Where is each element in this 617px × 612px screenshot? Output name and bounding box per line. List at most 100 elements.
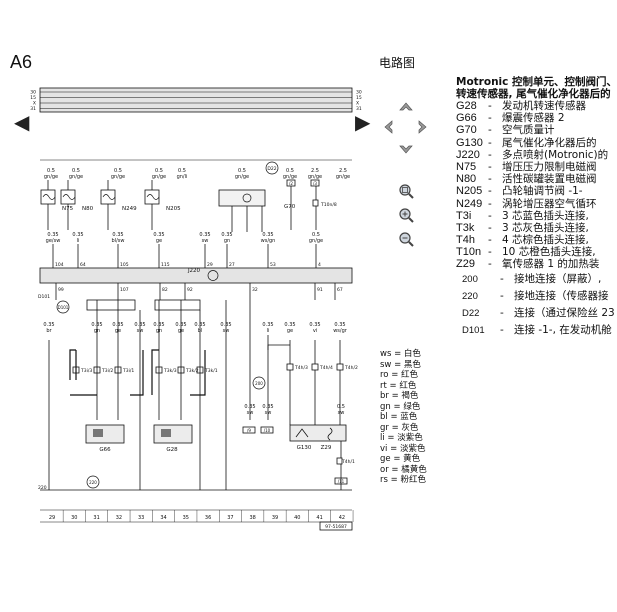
legend-item: D22-连接（通过保险丝 23 bbox=[456, 305, 615, 322]
wire-loop bbox=[190, 350, 206, 396]
rail-label-right: 15 bbox=[356, 95, 362, 101]
component-label-g66: G66 bbox=[99, 447, 111, 453]
connector-box bbox=[312, 199, 319, 207]
color-abbr: gr bbox=[380, 422, 389, 433]
legend-dash: - bbox=[500, 306, 504, 319]
color-name: 褐色 bbox=[401, 391, 419, 401]
ecu-pin-label: 4 bbox=[318, 262, 321, 268]
zoom-in-icon[interactable] bbox=[397, 206, 415, 224]
color-abbr: or bbox=[380, 464, 389, 475]
ground-pin bbox=[334, 477, 348, 485]
wire-gauge: 0.35 bbox=[134, 322, 145, 328]
legend-item: N249-涡轮增压器空气循环 bbox=[456, 198, 604, 210]
previous-page-arrow-icon[interactable]: ◀ bbox=[14, 110, 30, 134]
ground-label-200: 200 bbox=[255, 381, 263, 386]
color-equals: = bbox=[388, 391, 402, 401]
page-subtitle: 电路图 bbox=[379, 56, 416, 70]
connector-pin-label: T3i/2 bbox=[101, 368, 113, 374]
model-title: A6 bbox=[10, 52, 33, 72]
rail-label-left: 15 bbox=[30, 95, 36, 101]
legend-text: 活性碳罐装置电磁阀 bbox=[502, 173, 597, 186]
wire-gauge: 0.35 bbox=[91, 322, 102, 328]
connector-pin-label: T3k/1 bbox=[204, 368, 218, 374]
color-code-row: vi = 淡紫色 bbox=[380, 444, 427, 455]
pan-down-arrow-icon[interactable] bbox=[397, 140, 415, 158]
next-page-arrow-icon[interactable]: ▶ bbox=[355, 110, 371, 134]
ecu-pin-label: 27 bbox=[229, 262, 235, 268]
pan-up-arrow-icon[interactable] bbox=[397, 98, 415, 116]
legend-item: D101-连接 -1-, 在发动机舱 bbox=[456, 322, 612, 339]
connector-pin-label: T3i/3 bbox=[80, 368, 92, 374]
oxygen-sensor-unit bbox=[289, 424, 347, 442]
wire-color: gn/ge bbox=[111, 174, 125, 180]
color-code-row: bl = 蓝色 bbox=[380, 412, 427, 423]
wire-gauge: 0.35 bbox=[334, 322, 345, 328]
rail-label-left: 30 bbox=[30, 90, 36, 96]
ecu-pin-label: 105 bbox=[120, 262, 129, 268]
ecu-pin-label: 53 bbox=[270, 262, 276, 268]
ground-pin-label: /10 bbox=[264, 428, 271, 433]
color-code-row: ro = 红色 bbox=[380, 370, 427, 381]
wire-gauge: 0.35 bbox=[43, 322, 54, 328]
legend-dash: - bbox=[488, 234, 492, 247]
connector-pin-label: T3i/1 bbox=[122, 368, 134, 374]
ground-pin bbox=[242, 426, 256, 434]
legend-heading: 转速传感器, 尾气催化净化器后的 bbox=[456, 88, 611, 100]
pan-left-arrow-icon[interactable] bbox=[380, 118, 398, 136]
legend-code: T4h bbox=[456, 234, 475, 247]
ground-marker bbox=[252, 376, 266, 390]
legend-dash: - bbox=[488, 258, 492, 271]
legend-text: 多点喷射(Motronic)的 bbox=[502, 148, 609, 161]
wire-color: vi bbox=[313, 328, 317, 334]
legend-dash: - bbox=[488, 148, 492, 161]
legend-item: 220-接地连接（传感器接 bbox=[456, 288, 609, 305]
color-abbr: ge bbox=[380, 454, 391, 464]
wire-color: ge bbox=[115, 328, 121, 334]
legend-code: N205 bbox=[456, 185, 483, 198]
legend-item: 200-接地连接（屏蔽）, bbox=[456, 271, 604, 288]
legend-item: J220-多点喷射(Motronic)的 bbox=[456, 148, 608, 161]
legend-code: T3k bbox=[456, 221, 475, 234]
component-label-g130: G130 bbox=[297, 445, 312, 451]
wire-color: ws/gr bbox=[333, 328, 348, 334]
component-label-g28: G28 bbox=[166, 447, 178, 453]
zoom-out-icon[interactable] bbox=[397, 230, 415, 248]
connection-marker-label: D101 bbox=[58, 305, 69, 310]
legend-item: T4h-4 芯棕色插头连接, bbox=[456, 234, 604, 246]
zoom-fit-icon[interactable] bbox=[397, 182, 415, 200]
legend-item: T10n-10 芯橙色插头连接, bbox=[456, 246, 604, 258]
component-label-g70: G70 bbox=[284, 204, 296, 210]
legend-text: 3 芯蓝色插头连接, bbox=[502, 209, 589, 222]
legend-heading: Motronic 控制单元、控制阀门、 bbox=[456, 76, 617, 88]
legend-text: 4 芯棕色插头连接, bbox=[502, 234, 589, 247]
ground-bus-label: 220 bbox=[38, 485, 47, 491]
color-name: 淡紫色 bbox=[397, 433, 423, 443]
column-number: 35 bbox=[183, 515, 189, 521]
color-name: 淡紫色 bbox=[399, 443, 426, 454]
color-equals: = bbox=[391, 359, 404, 370]
column-number: 33 bbox=[138, 515, 144, 521]
coil-symbol bbox=[42, 194, 56, 200]
ecu-label: J220 bbox=[187, 268, 201, 274]
ecu-pin-label: 115 bbox=[161, 262, 170, 268]
wire-color: ge bbox=[156, 238, 162, 244]
wire-color: sw bbox=[247, 410, 254, 416]
color-name: 黑色 bbox=[403, 359, 421, 370]
legend-dash: - bbox=[488, 136, 492, 149]
legend-dash: - bbox=[488, 173, 492, 186]
legend-dash: - bbox=[488, 100, 492, 112]
legend-code: G70 bbox=[456, 124, 477, 137]
color-equals: = bbox=[388, 464, 402, 475]
rail-label-right: 30 bbox=[356, 90, 362, 96]
legend-dash: - bbox=[488, 197, 492, 210]
legend-item: Z29-氧传感器 1 的加热装 bbox=[456, 258, 604, 270]
color-equals: = bbox=[387, 412, 401, 422]
connector-pin bbox=[286, 363, 294, 371]
color-code-row: or = 橘黄色 bbox=[380, 465, 427, 476]
ground-pin bbox=[260, 426, 274, 434]
legend-code: 200 bbox=[462, 273, 478, 285]
connector-pin bbox=[177, 366, 185, 374]
color-abbr: rs bbox=[380, 475, 388, 485]
pan-right-arrow-icon[interactable] bbox=[413, 118, 431, 136]
